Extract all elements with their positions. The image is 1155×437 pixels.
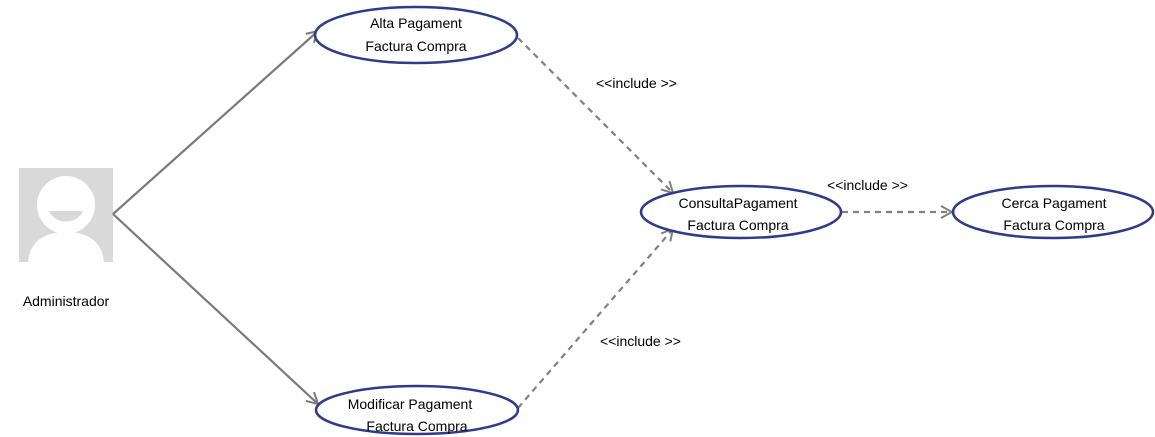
use-case-cerca: Cerca Pagament Factura Compra — [951, 184, 1155, 240]
use-case-consulta-shape — [639, 184, 843, 240]
use-case-modificar-shape — [314, 384, 520, 436]
actor-label: Administrador — [23, 293, 110, 309]
use-case-alta-line1: Alta Pagament — [370, 15, 462, 31]
actor-shoulders — [28, 232, 104, 262]
use-case-cerca-line1: Cerca Pagament — [1001, 195, 1106, 211]
association-admin-alta — [112, 31, 318, 215]
include-label-consulta-cerca: <<include >> — [827, 177, 908, 193]
use-case-consulta-line1: ConsultaPagament — [678, 195, 797, 211]
actor-head — [37, 176, 95, 234]
include-arrow-modificar-consulta — [517, 229, 673, 409]
actor-smile — [49, 211, 83, 222]
use-case-consulta: ConsultaPagament Factura Compra — [639, 184, 843, 240]
association-admin-modificar — [112, 213, 318, 404]
use-case-modificar: Modificar Pagament Factura Compra — [314, 384, 520, 436]
use-case-alta-line2: Factura Compra — [365, 38, 466, 54]
use-case-modificar-line2: Factura Compra — [366, 418, 467, 434]
use-case-consulta-line2: Factura Compra — [687, 217, 788, 233]
use-case-alta: Alta Pagament Factura Compra — [313, 5, 519, 65]
use-case-modificar-line1: Modificar Pagament — [348, 396, 473, 412]
include-label-alta-consulta: <<include >> — [596, 75, 677, 91]
actor: Administrador — [19, 168, 113, 309]
use-case-alta-shape — [313, 5, 519, 65]
include-arrow-alta-consulta — [517, 37, 673, 193]
user-avatar-icon — [19, 168, 113, 262]
use-case-cerca-shape — [951, 184, 1155, 240]
include-label-modificar-consulta: <<include >> — [600, 333, 681, 349]
use-case-cerca-line2: Factura Compra — [1003, 217, 1104, 233]
